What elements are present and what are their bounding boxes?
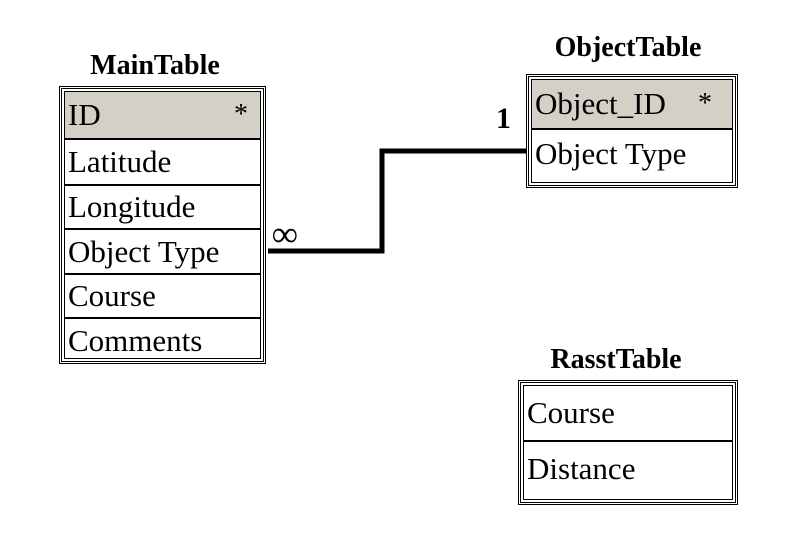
field-name: Latitude xyxy=(68,144,172,179)
field-name: Object Type xyxy=(68,233,220,269)
main-table-field-id[interactable]: ID * xyxy=(65,92,260,140)
rasst-table-field-distance[interactable]: Distance xyxy=(524,442,732,496)
field-name: Comments xyxy=(68,322,203,358)
object-table-field-object-id[interactable]: Object_ID * xyxy=(532,80,732,130)
many-cardinality-label: ∞ xyxy=(272,214,298,254)
rasst-table[interactable]: Course Distance xyxy=(518,380,738,505)
main-table[interactable]: ID * Latitude Longitude Object Type Cour… xyxy=(59,86,266,364)
object-table-title: ObjectTable xyxy=(554,32,702,63)
object-table-fields: Object_ID * Object Type xyxy=(531,79,733,183)
field-name: ID xyxy=(68,97,101,132)
rasst-table-title: RasstTable xyxy=(550,344,682,375)
field-name: Longitude xyxy=(68,189,196,224)
main-table-field-latitude[interactable]: Latitude xyxy=(65,140,260,186)
rasst-table-fields: Course Distance xyxy=(523,385,733,500)
primary-key-icon: * xyxy=(234,99,248,130)
rasst-table-field-course[interactable]: Course xyxy=(524,386,732,442)
field-name: Object Type xyxy=(535,136,687,171)
field-name: Course xyxy=(68,278,156,313)
one-cardinality-label: 1 xyxy=(496,102,511,135)
main-table-fields: ID * Latitude Longitude Object Type Cour… xyxy=(64,91,261,359)
field-name: Object_ID xyxy=(535,86,666,121)
main-table-field-longitude[interactable]: Longitude xyxy=(65,186,260,230)
main-table-title: MainTable xyxy=(90,50,220,81)
field-name: Course xyxy=(527,395,615,430)
object-table[interactable]: Object_ID * Object Type xyxy=(526,74,738,188)
main-table-field-object-type[interactable]: Object Type xyxy=(65,230,260,275)
field-name: Distance xyxy=(527,451,636,486)
relationship-line xyxy=(268,148,528,254)
object-table-field-object-type[interactable]: Object Type xyxy=(532,130,732,178)
main-table-field-comments[interactable]: Comments xyxy=(65,319,260,362)
main-table-field-course[interactable]: Course xyxy=(65,275,260,319)
primary-key-icon: * xyxy=(698,88,712,119)
